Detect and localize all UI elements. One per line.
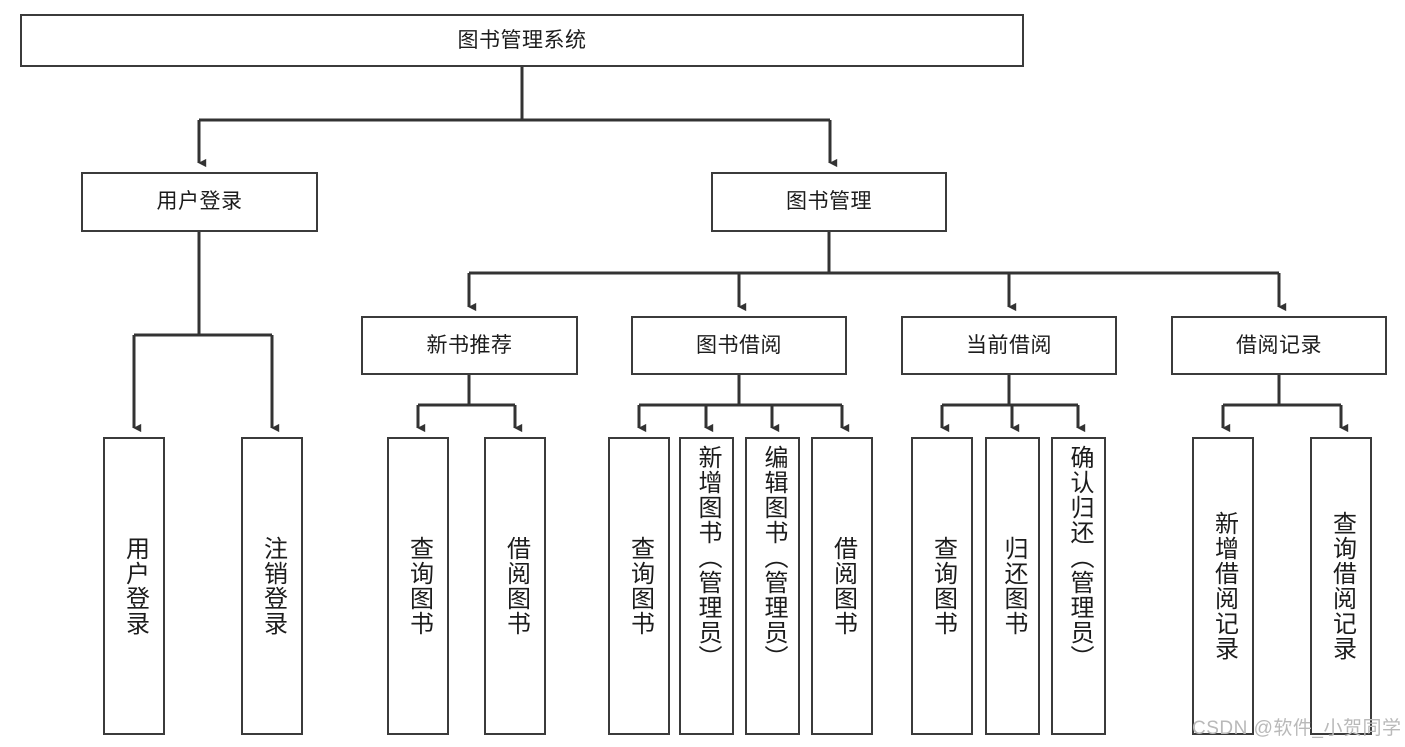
edges-bookmanagement-to-level3 (467, 232, 1287, 312)
node-book-management[interactable]: 图书管理 (711, 172, 947, 232)
node-book-borrow[interactable]: 图书借阅 (631, 316, 847, 375)
leaf-node-recommend-query[interactable]: 查询图书 (387, 437, 449, 735)
edges-userlogin-to-leaves (132, 232, 280, 433)
leaf-node-borrow-query-label: 查询图书 (626, 536, 654, 636)
node-book-management-label: 图书管理 (786, 190, 872, 214)
leaf-node-recommend-borrow[interactable]: 借阅图书 (484, 437, 546, 735)
leaf-node-current-confirm[interactable]: 确认归还（管理员） (1051, 437, 1106, 735)
leaf-node-current-confirm-label: 确认归还（管理员） (1065, 445, 1093, 670)
leaf-node-borrow-lend-label: 借阅图书 (829, 536, 857, 636)
leaf-node-record-add-label: 新增借阅记录 (1210, 511, 1238, 661)
node-borrow-record-label: 借阅记录 (1236, 333, 1322, 357)
leaf-node-recommend-query-label: 查询图书 (405, 536, 433, 636)
leaf-node-borrow-lend[interactable]: 借阅图书 (811, 437, 873, 735)
leaf-node-borrow-edit-label: 编辑图书（管理员） (759, 445, 787, 670)
node-new-book-recommend-label: 新书推荐 (426, 333, 513, 357)
leaf-node-borrow-edit[interactable]: 编辑图书（管理员） (745, 437, 800, 735)
csdn-watermark: CSDN @软件_小贺同学 (1192, 718, 1402, 739)
node-book-borrow-label: 图书借阅 (696, 333, 782, 357)
edges-root-to-level2 (197, 67, 838, 168)
leaf-node-user-logout[interactable]: 注销登录 (241, 437, 303, 735)
leaf-node-current-query-label: 查询图书 (929, 536, 957, 636)
node-current-borrow[interactable]: 当前借阅 (901, 316, 1117, 375)
leaf-node-recommend-borrow-label: 借阅图书 (502, 536, 530, 636)
node-root[interactable]: 图书管理系统 (20, 14, 1024, 67)
node-user-login[interactable]: 用户登录 (81, 172, 318, 232)
leaf-node-borrow-query[interactable]: 查询图书 (608, 437, 670, 735)
leaf-node-borrow-add-label: 新增图书（管理员） (693, 445, 721, 670)
leaf-node-user-login[interactable]: 用户登录 (103, 437, 165, 735)
node-borrow-record[interactable]: 借阅记录 (1171, 316, 1387, 375)
leaf-node-current-return[interactable]: 归还图书 (985, 437, 1040, 735)
edges-recommend-to-leaves (416, 375, 523, 433)
node-root-label: 图书管理系统 (457, 28, 587, 52)
edges-borrowrecord-to-leaves (1221, 375, 1349, 433)
leaf-node-user-login-label: 用户登录 (121, 536, 149, 636)
leaf-node-record-query-label: 查询借阅记录 (1328, 511, 1356, 661)
leaf-node-record-add[interactable]: 新增借阅记录 (1192, 437, 1254, 735)
leaf-node-current-query[interactable]: 查询图书 (911, 437, 973, 735)
leaf-node-record-query[interactable]: 查询借阅记录 (1310, 437, 1372, 735)
node-new-book-recommend[interactable]: 新书推荐 (361, 316, 578, 375)
node-current-borrow-label: 当前借阅 (966, 333, 1052, 357)
leaf-node-borrow-add[interactable]: 新增图书（管理员） (679, 437, 734, 735)
edges-currentborrow-to-leaves (940, 375, 1086, 433)
leaf-node-user-logout-label: 注销登录 (259, 536, 287, 636)
node-user-login-label: 用户登录 (156, 190, 243, 214)
edges-bookborrow-to-leaves (637, 375, 850, 433)
leaf-node-current-return-label: 归还图书 (999, 536, 1027, 636)
